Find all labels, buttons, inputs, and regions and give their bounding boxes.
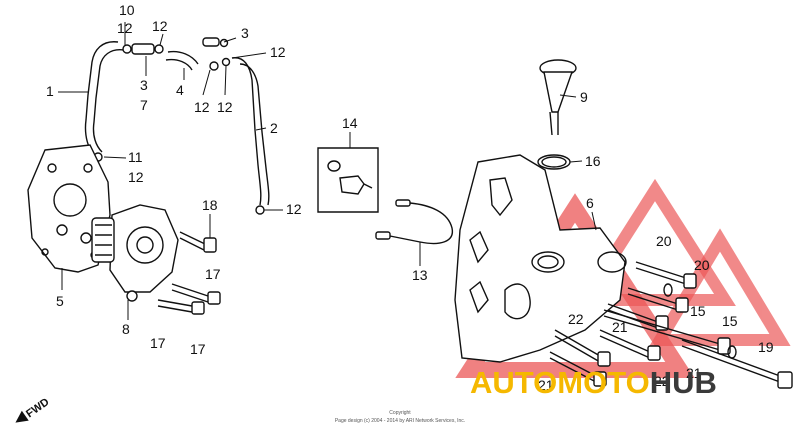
crankcase-cover-6 xyxy=(454,154,627,363)
watermark-part3: HUB xyxy=(650,365,717,400)
svg-text:AUTOMOTOHUB: AUTOMOTOHUB xyxy=(470,365,717,400)
callout-20: 20 xyxy=(694,257,710,273)
callout-17: 17 xyxy=(190,341,206,357)
callout-5: 5 xyxy=(56,293,64,309)
watermark-part1: AUTO xyxy=(470,365,557,400)
callout-6: 6 xyxy=(586,195,594,211)
callout-2: 2 xyxy=(270,120,278,136)
callout-22: 22 xyxy=(654,373,670,389)
washers-15 xyxy=(663,283,737,359)
water-pump-8 xyxy=(91,204,179,302)
callout-17: 17 xyxy=(150,335,166,351)
callout-labels: 10 12 12 3 12 1 3 7 4 12 12 2 11 12 12 1… xyxy=(46,2,774,393)
copyright-line1: Copyright xyxy=(389,410,411,416)
callout-21: 21 xyxy=(612,319,628,335)
callout-10: 10 xyxy=(119,2,135,18)
watermark-part2: MOTO xyxy=(557,365,649,400)
callout-12: 12 xyxy=(217,99,233,115)
kit-14-box xyxy=(317,147,379,213)
arrow-left-icon xyxy=(15,410,29,423)
hose-2 xyxy=(231,57,270,206)
callout-17: 17 xyxy=(205,266,221,282)
callout-4: 4 xyxy=(176,82,184,98)
fitting-3-right xyxy=(202,37,229,48)
callout-12: 12 xyxy=(128,169,144,185)
callout-8: 8 xyxy=(122,321,130,337)
callout-15: 15 xyxy=(722,313,738,329)
oring-16 xyxy=(537,154,571,170)
callout-21: 21 xyxy=(538,377,554,393)
callout-18: 18 xyxy=(202,197,218,213)
callout-15: 15 xyxy=(690,303,706,319)
callout-21: 21 xyxy=(686,365,702,381)
bolt-18 xyxy=(179,231,217,253)
copyright-line2: Page design (c) 2004 - 2014 by ARI Netwo… xyxy=(335,418,465,424)
callout-12: 12 xyxy=(286,201,302,217)
callout-7: 7 xyxy=(140,97,148,113)
callout-13: 13 xyxy=(412,267,428,283)
hose-1 xyxy=(84,41,125,159)
bolts-20-21-22 xyxy=(549,261,793,389)
callout-3: 3 xyxy=(140,77,148,93)
callout-12: 12 xyxy=(152,18,168,34)
fitting-3-left xyxy=(122,43,164,55)
callout-22: 22 xyxy=(568,311,584,327)
fwd-arrow: FWD xyxy=(15,396,51,423)
callout-12: 12 xyxy=(117,20,133,36)
callout-12: 12 xyxy=(194,99,210,115)
callout-9: 9 xyxy=(580,89,588,105)
fwd-label: FWD xyxy=(24,396,51,420)
callout-12: 12 xyxy=(270,44,286,60)
callout-1: 1 xyxy=(46,83,54,99)
callout-16: 16 xyxy=(585,153,601,169)
filler-cap-9 xyxy=(539,59,577,136)
copyright: Copyright Page design (c) 2004 - 2014 by… xyxy=(335,410,465,424)
hose-4 xyxy=(165,50,199,71)
gasket-5 xyxy=(27,144,111,273)
callout-3: 3 xyxy=(241,25,249,41)
callout-11: 11 xyxy=(128,149,143,165)
callout-20: 20 xyxy=(656,233,672,249)
callout-14: 14 xyxy=(342,115,358,131)
callout-19: 19 xyxy=(758,339,774,355)
wire-13 xyxy=(375,199,454,245)
watermark-text: AUTOMOTOHUB xyxy=(470,365,717,400)
bolts-17 xyxy=(157,283,221,315)
leader-lines xyxy=(58,22,597,320)
